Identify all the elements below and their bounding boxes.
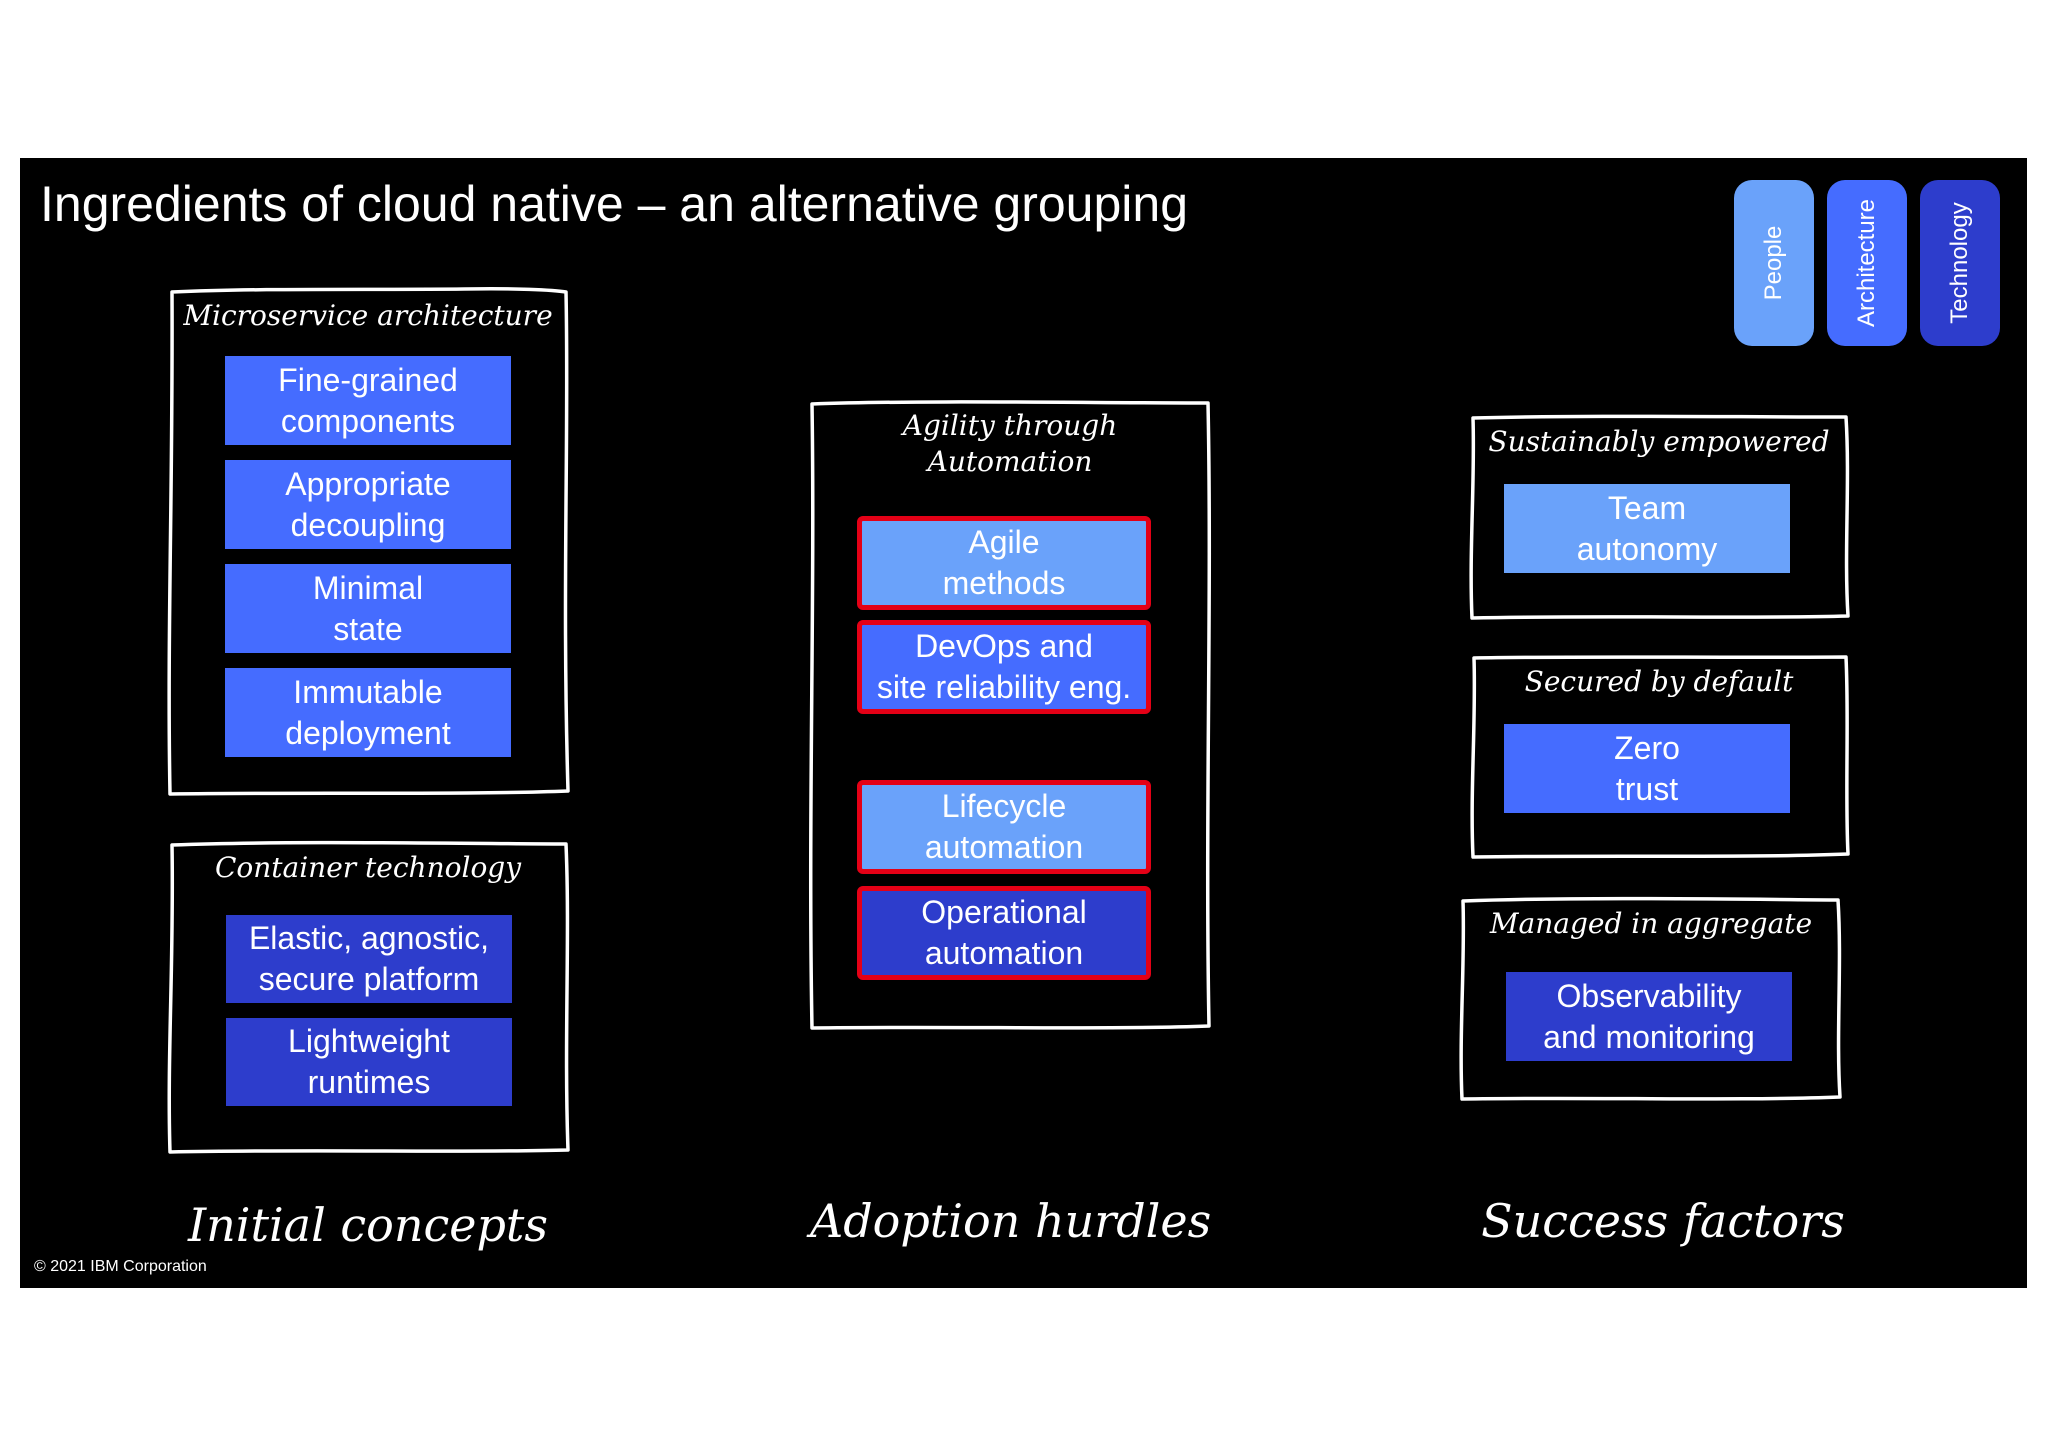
container-frame-outline (167, 840, 570, 1154)
team-autonomy-box: Team autonomy (1504, 484, 1790, 573)
slide: Ingredients of cloud native – an alterna… (20, 158, 2027, 1288)
minimal-state-box: Minimal state (225, 564, 511, 653)
copyright-text: © 2021 IBM Corporation (34, 1258, 207, 1275)
secured-frame-outline (1470, 655, 1850, 859)
fine-grained-components-box: Fine-grained components (225, 356, 511, 445)
agility-automation-title: Agility through Automation (806, 408, 1214, 480)
legend-people: People (1734, 180, 1814, 346)
agility-automation-title-text: Agility through Automation (902, 409, 1118, 478)
sustainably-frame-outline (1469, 414, 1850, 620)
section-success-factors: Success factors (1481, 1194, 1845, 1248)
operational-automation-box: Operational automation (857, 886, 1151, 980)
legend-architecture: Architecture (1827, 180, 1907, 346)
legend-people-label: People (1760, 225, 1787, 301)
microservice-frame-outline (167, 286, 570, 796)
agility-automation-group: Agility through Automation Agile methods… (806, 398, 1214, 1034)
immutable-deployment-box: Immutable deployment (225, 668, 511, 757)
devops-sre-box: DevOps and site reliability eng. (857, 620, 1151, 714)
slide-title: Ingredients of cloud native – an alterna… (40, 176, 1188, 232)
managed-in-aggregate-title: Managed in aggregate (1489, 907, 1813, 940)
container-technology-group: Container technology Elastic, agnostic, … (164, 838, 572, 1156)
microservice-architecture-group: Microservice architecture Fine-grained c… (164, 286, 572, 798)
secured-by-default-title: Secured by default (1524, 665, 1794, 698)
lifecycle-automation-box: Lifecycle automation (857, 780, 1151, 874)
zero-trust-box: Zero trust (1504, 724, 1790, 813)
lightweight-runtimes-box: Lightweight runtimes (226, 1018, 512, 1106)
section-adoption-hurdles: Adoption hurdles (810, 1194, 1212, 1248)
agility-frame-outline (808, 400, 1212, 1030)
legend-technology-label: Technology (1946, 202, 1973, 324)
legend-architecture-label: Architecture (1853, 198, 1880, 328)
legend-technology: Technology (1920, 180, 2000, 346)
section-initial-concepts: Initial concepts (187, 1198, 549, 1252)
agile-methods-box: Agile methods (857, 516, 1151, 610)
secured-by-default-group: Secured by default Zero trust (1466, 652, 1852, 862)
container-technology-title: Container technology (214, 851, 522, 884)
sustainably-empowered-title: Sustainably empowered (1488, 425, 1830, 458)
elastic-platform-box: Elastic, agnostic, secure platform (226, 915, 512, 1003)
managed-in-aggregate-group: Managed in aggregate Observability and m… (1456, 894, 1846, 1104)
sustainably-empowered-group: Sustainably empowered Team autonomy (1466, 412, 1852, 622)
appropriate-decoupling-box: Appropriate decoupling (225, 460, 511, 549)
microservice-architecture-title: Microservice architecture (183, 299, 553, 332)
managed-frame-outline (1459, 896, 1842, 1101)
observability-monitoring-box: Observability and monitoring (1506, 972, 1792, 1061)
